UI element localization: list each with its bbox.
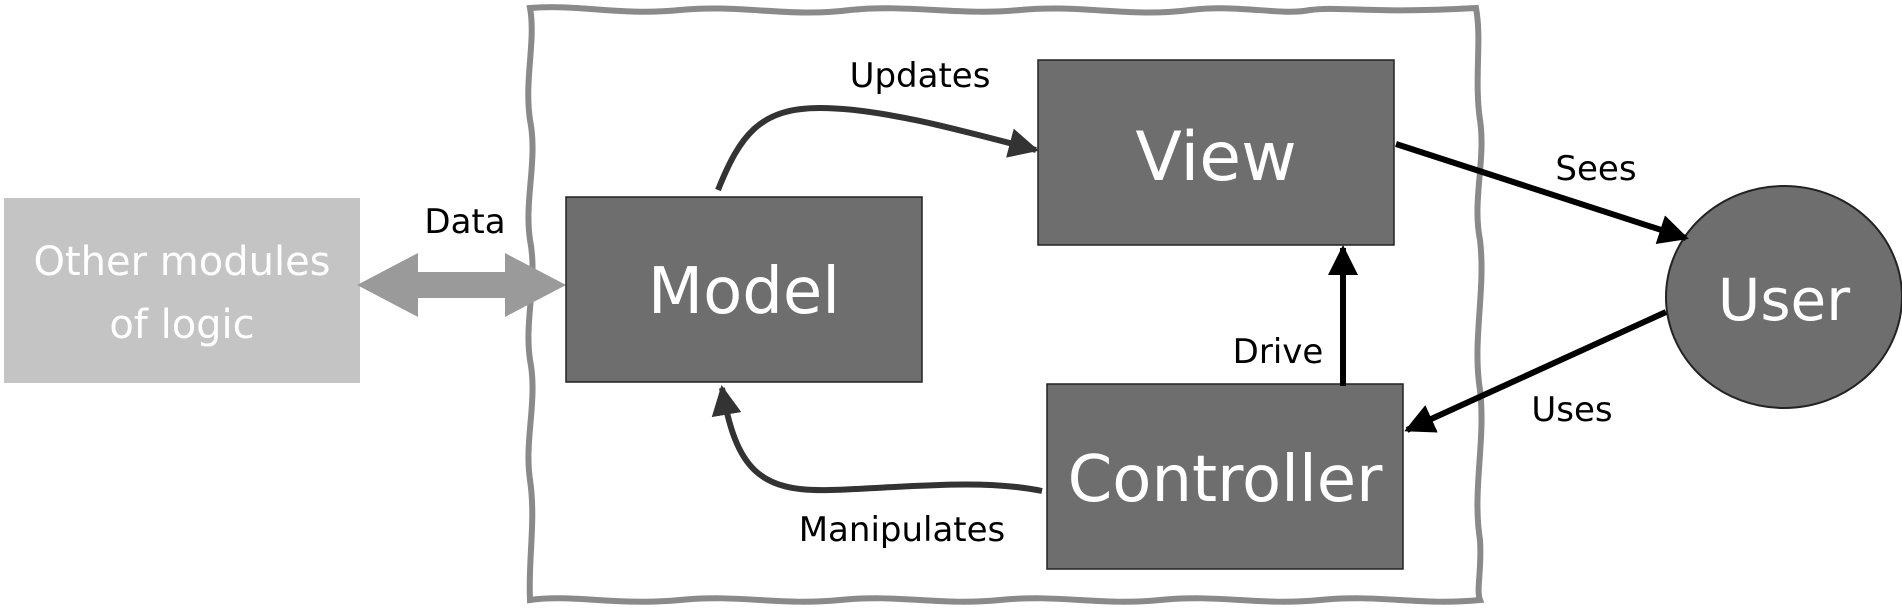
- drive-edge-label: Drive: [1233, 332, 1324, 372]
- model-label: Model: [648, 255, 840, 329]
- view-label: View: [1135, 118, 1296, 197]
- other-modules-label-line1: Other modules: [33, 239, 330, 285]
- model-box: [565, 196, 923, 383]
- controller-label: Controller: [1068, 443, 1384, 517]
- updates-arrow: [715, 104, 1039, 192]
- other-modules-box: [4, 198, 360, 383]
- manipulates-arrow: [711, 385, 1043, 494]
- manipulates-edge-label: Manipulates: [799, 510, 1006, 550]
- uses-arrow: [1404, 309, 1668, 433]
- data-edge-label: Data: [424, 202, 505, 242]
- controller-box: [1046, 383, 1404, 570]
- other-modules-label-line2: of logic: [109, 302, 254, 348]
- uses-edge-label: Uses: [1531, 390, 1612, 430]
- view-box: [1037, 59, 1395, 246]
- user-label: User: [1718, 266, 1850, 334]
- user-ellipse: [1665, 185, 1902, 409]
- mvc-boundary-frame: [525, 4, 1485, 605]
- updates-edge-label: Updates: [850, 56, 991, 96]
- sees-edge-label: Sees: [1555, 149, 1636, 189]
- sees-arrow: [1395, 141, 1689, 244]
- data-double-arrow: [357, 253, 566, 317]
